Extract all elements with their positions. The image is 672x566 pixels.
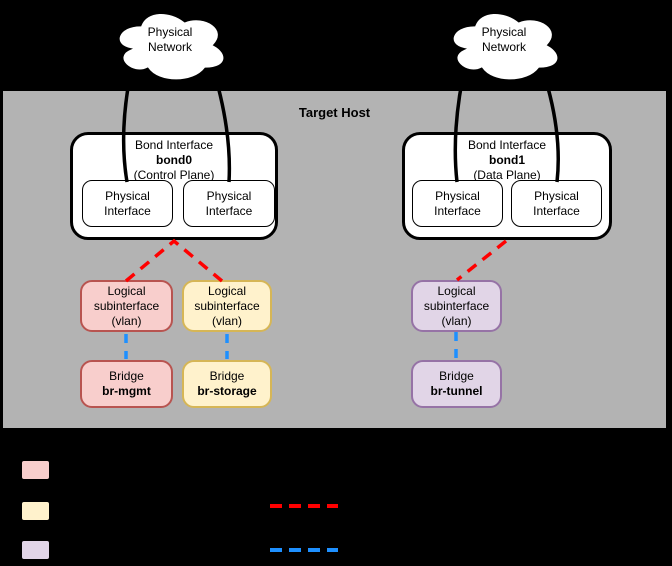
bridge-storage-box: Bridge br-storage xyxy=(182,360,272,408)
bridge-name: br-mgmt xyxy=(102,384,151,398)
bridge-mgmt-box: Bridge br-mgmt xyxy=(80,360,173,408)
bond0-physical-interface-1: Physical Interface xyxy=(82,180,173,227)
bridge-type-label: Bridge xyxy=(439,369,474,383)
physical-interface-label: Physical Interface xyxy=(434,188,481,218)
subinterface-label: Logical subinterface (vlan) xyxy=(423,283,490,328)
bridge-type-label: Bridge xyxy=(109,369,144,383)
physical-interface-label: Physical Interface xyxy=(205,188,253,218)
subinterface-mgmt-box: Logical subinterface (vlan) xyxy=(80,280,173,332)
bond1-name: bond1 xyxy=(489,153,525,167)
bond0-name: bond0 xyxy=(156,153,192,167)
bond0-type-label: Bond Interface xyxy=(134,138,214,152)
bond1-plane-label: (Data Plane) xyxy=(473,168,541,182)
bridge-name: br-storage xyxy=(197,384,257,398)
physical-interface-label: Physical Interface xyxy=(104,188,151,218)
physical-network-label-right: Physical Network xyxy=(481,25,527,54)
subinterface-storage-box: Logical subinterface (vlan) xyxy=(182,280,272,332)
physical-network-label-left: Physical Network xyxy=(147,25,193,54)
bond1-physical-interface-2: Physical Interface xyxy=(511,180,602,227)
physical-network-cloud-icon xyxy=(117,12,226,82)
bond0-physical-interface-2: Physical Interface xyxy=(183,180,275,227)
bond0-plane-label: (Control Plane) xyxy=(133,168,215,182)
legend-swatch-tunnel xyxy=(20,539,51,561)
bridge-type-label: Bridge xyxy=(209,369,245,383)
subinterface-label: Logical subinterface (vlan) xyxy=(93,283,160,328)
physical-interface-label: Physical Interface xyxy=(533,188,580,218)
subinterface-label: Logical subinterface (vlan) xyxy=(194,283,260,328)
bond1-type-label: Bond Interface xyxy=(467,138,547,152)
bridge-name: br-tunnel xyxy=(430,384,483,398)
bridge-tunnel-box: Bridge br-tunnel xyxy=(411,360,502,408)
subinterface-tunnel-box: Logical subinterface (vlan) xyxy=(411,280,502,332)
target-host-title: Target Host xyxy=(298,105,371,120)
bridge-mgmt-text: Bridge br-mgmt xyxy=(102,369,151,399)
bridge-storage-text: Bridge br-storage xyxy=(197,369,256,399)
legend-swatch-mgmt xyxy=(20,459,51,481)
legend-swatch-storage xyxy=(20,500,51,522)
bond1-physical-interface-1: Physical Interface xyxy=(412,180,503,227)
bond1-text: Bond Interface bond1 (Data Plane) xyxy=(405,138,609,183)
bridge-tunnel-text: Bridge br-tunnel xyxy=(431,369,483,399)
bond0-text: Bond Interface bond0 (Control Plane) xyxy=(73,138,275,183)
